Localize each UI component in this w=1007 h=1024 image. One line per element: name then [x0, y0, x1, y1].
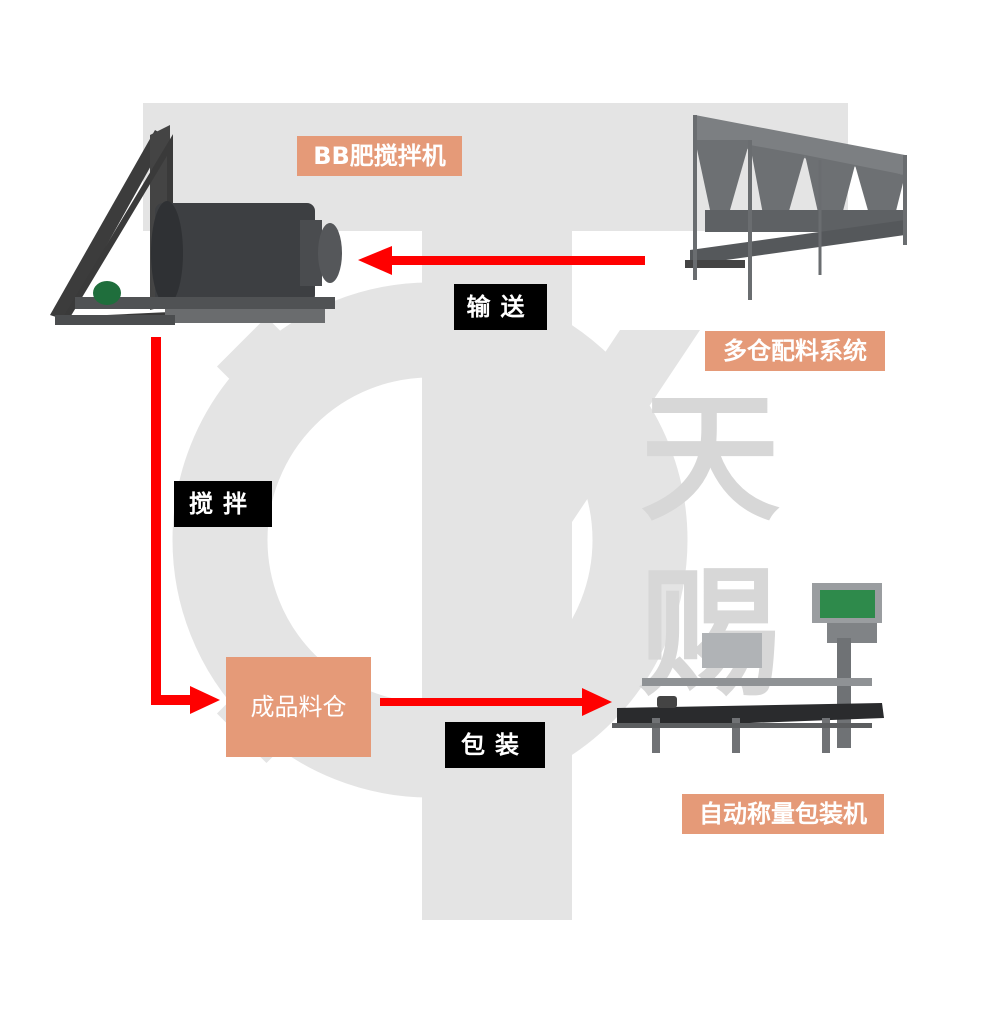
mixer-title-label: BB肥搅拌机	[297, 136, 462, 176]
step-pack-label: 包装	[445, 722, 545, 768]
mixer-machine-image	[50, 125, 342, 325]
watermark-gear-tooth	[216, 316, 324, 424]
watermark-char-tian: 天	[640, 378, 781, 541]
watermark-diagonal	[480, 330, 700, 540]
packer-title-label: 自动称量包装机	[682, 794, 884, 834]
arrow-mix	[151, 337, 220, 714]
packer-machine-image	[612, 583, 884, 753]
arrow-pack	[380, 688, 612, 716]
arrow-convey	[358, 246, 645, 275]
warehouse-box: 成品料仓	[226, 657, 371, 757]
batching-title-label: 多仓配料系统	[705, 331, 885, 371]
step-mix-label: 搅拌	[174, 481, 272, 527]
batching-system-image	[685, 115, 907, 300]
step-convey-label: 输送	[454, 284, 547, 330]
